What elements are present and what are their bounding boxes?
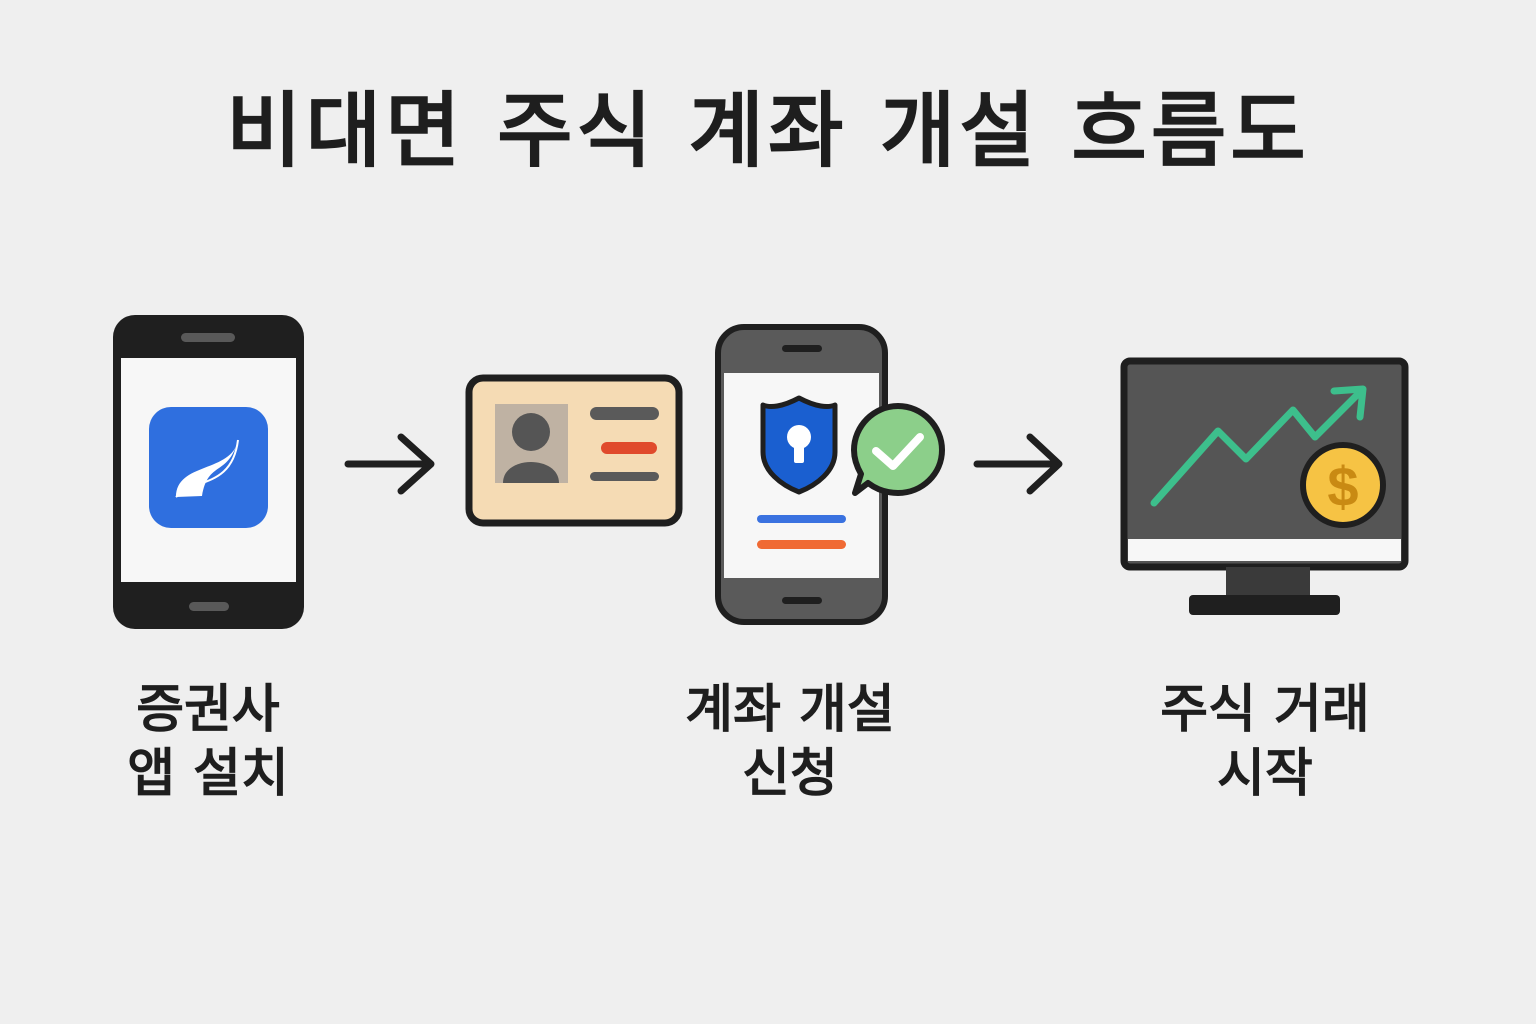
smartphone-app-icon [113,315,304,629]
id-card-icon [465,374,683,527]
arrow-right-icon [344,433,435,495]
step-label-line: 시작 [1217,744,1313,804]
arrow-right-icon [973,433,1063,495]
step-label-line: 신청 [742,744,838,804]
trend-line-icon [1150,391,1361,507]
step-label-line: 증권사 [136,680,280,740]
step-label-install: 증권사 앱 설치 [108,678,308,806]
checkmark-icon [872,433,924,470]
step-label-line: 주식 거래 [1160,680,1370,740]
secure-phone-icon [715,324,888,625]
step-label-apply: 계좌 개설 신청 [640,678,940,806]
page-title: 비대면 주식 계좌 개설 흐름도 [226,84,1310,179]
check-bubble-icon [851,403,945,496]
step-label-trade: 주식 거래 시작 [1115,678,1415,806]
step-label-line: 계좌 개설 [685,680,895,740]
stock-monitor-icon: $ [1120,357,1409,615]
svg-text:$: $ [1327,455,1358,518]
shield-icon [760,395,838,495]
dollar-coin-icon: $ [1300,442,1386,528]
step-label-line: 앱 설치 [127,744,289,804]
keyhole-icon [787,425,811,449]
